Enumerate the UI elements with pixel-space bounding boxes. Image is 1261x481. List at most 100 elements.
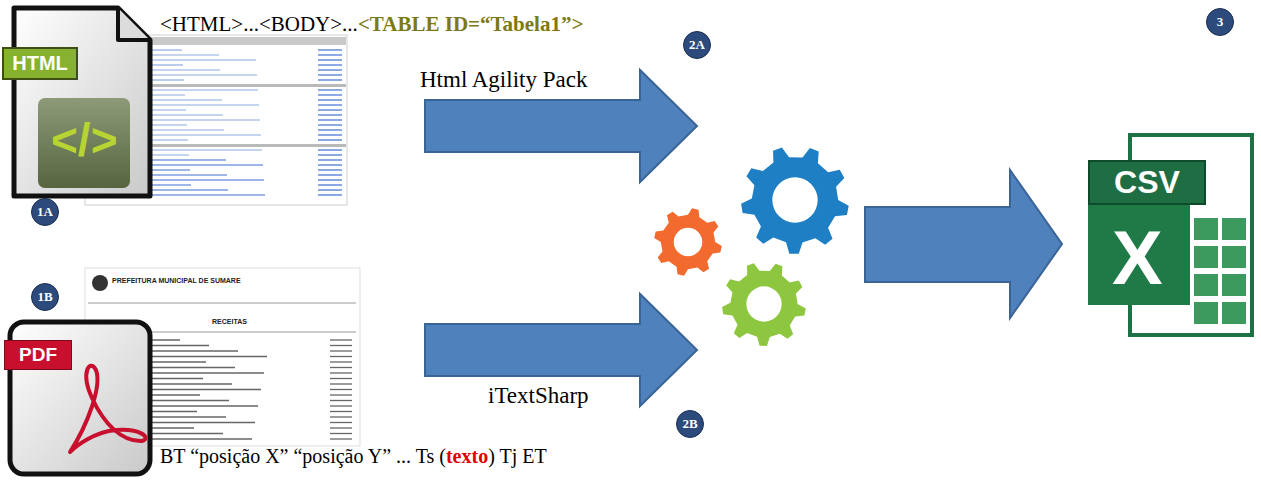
spreadsheet-cells bbox=[1194, 218, 1246, 324]
table-cell-line bbox=[152, 99, 222, 100]
code-snippet: ) Tj ET bbox=[488, 444, 547, 468]
table-cell-line bbox=[152, 124, 187, 125]
thumbnail-text: PREFEITURA MUNICIPAL DE SUMARE bbox=[112, 277, 241, 285]
sheet-cell bbox=[1222, 218, 1246, 240]
sheet-cell bbox=[1194, 218, 1218, 240]
table-value-line bbox=[318, 189, 342, 190]
table-cell-line bbox=[152, 149, 262, 150]
table-value-line bbox=[318, 159, 342, 160]
arrow-label: iTextSharp bbox=[488, 382, 589, 410]
pdf-value-line bbox=[330, 422, 352, 423]
code-symbol: </> bbox=[51, 113, 118, 168]
thumbnail-text: RECEITAS bbox=[212, 318, 247, 326]
table-cell-line bbox=[152, 154, 189, 155]
table-cell-line bbox=[152, 94, 185, 95]
pdf-tag: PDF bbox=[4, 340, 72, 370]
callout-number: 1B bbox=[31, 283, 59, 311]
html-file-icon bbox=[14, 8, 150, 196]
table-value-line bbox=[318, 129, 342, 130]
excel-logo bbox=[1088, 205, 1190, 305]
table-cell-line bbox=[152, 169, 190, 170]
pdf-value-line bbox=[330, 433, 352, 434]
html-tag: HTML bbox=[2, 47, 78, 80]
table-value-line bbox=[318, 134, 342, 135]
sheet-cell bbox=[1194, 302, 1218, 324]
table-value-line bbox=[318, 154, 342, 155]
sheet-cell bbox=[1222, 274, 1246, 296]
excel-letter: X bbox=[1112, 212, 1163, 303]
code-badge bbox=[38, 98, 130, 188]
table-value-line bbox=[318, 184, 342, 185]
pdf-value-line bbox=[330, 339, 352, 340]
gear bbox=[741, 148, 849, 254]
table-cell-line bbox=[152, 119, 260, 120]
table-value-line bbox=[318, 169, 342, 170]
table-cell-line bbox=[152, 109, 186, 110]
callout-number: 2B bbox=[676, 410, 704, 438]
pdf-text-line bbox=[140, 416, 226, 417]
acrobat-logo bbox=[70, 366, 146, 452]
pdf-value-line bbox=[330, 345, 352, 346]
table-value-line bbox=[318, 124, 342, 125]
table-cell-line bbox=[152, 89, 258, 90]
pdf-value-line bbox=[330, 356, 352, 357]
code-snippet-highlight: texto bbox=[446, 444, 488, 468]
code-snippet: <HTML>...<BODY>... bbox=[160, 12, 358, 37]
table-value-line bbox=[318, 69, 342, 70]
pdf-value-line bbox=[330, 416, 352, 417]
sheet-cell bbox=[1222, 302, 1246, 324]
pdf-text-line bbox=[140, 383, 232, 384]
table-cell-line bbox=[152, 164, 263, 165]
table-cell-line bbox=[152, 59, 256, 60]
table-value-line bbox=[318, 194, 342, 195]
table-value-line bbox=[318, 79, 342, 80]
city-crest bbox=[92, 275, 108, 291]
table-cell-line bbox=[152, 49, 182, 50]
pdf-text-line bbox=[140, 405, 258, 406]
gear bbox=[654, 208, 722, 276]
node-text: CSV bbox=[1106, 164, 1188, 201]
gear bbox=[722, 263, 806, 346]
table-value-line bbox=[318, 179, 342, 180]
table-cell-line bbox=[152, 189, 228, 190]
code-line: BT “posição X” “posição Y” ... Ts (texto… bbox=[160, 444, 547, 468]
table-value-line bbox=[318, 49, 342, 50]
table-value-line bbox=[318, 109, 342, 110]
table-value-line bbox=[318, 99, 342, 100]
pdf-value-line bbox=[330, 394, 352, 395]
table-value-line bbox=[318, 94, 342, 95]
pdf-file-icon bbox=[10, 322, 150, 474]
pdf-rule bbox=[88, 303, 356, 304]
pdf-value-line bbox=[330, 378, 352, 379]
node-text: PDF bbox=[13, 344, 63, 366]
table-value-line bbox=[318, 114, 342, 115]
table-cell-line bbox=[152, 179, 264, 180]
table-value-line bbox=[318, 59, 342, 60]
table-cell-line bbox=[152, 114, 223, 115]
pdf-value-line bbox=[330, 411, 352, 412]
table-value-line bbox=[318, 64, 342, 65]
pdf-text-line bbox=[140, 389, 261, 390]
code-snippet: BT “posição X” “posição Y” ... Ts ( bbox=[160, 444, 446, 468]
pdf-value-line bbox=[330, 405, 352, 406]
table-value-line bbox=[318, 104, 342, 105]
pdf-text-line bbox=[140, 400, 229, 401]
table-cell-line bbox=[152, 159, 226, 160]
pdf-value-line bbox=[330, 383, 352, 384]
table-value-line bbox=[318, 149, 342, 150]
gears bbox=[654, 148, 848, 346]
code-snippet-highlight: <TABLE ID=“Tabela1”> bbox=[358, 12, 584, 37]
pdf-value-line bbox=[330, 367, 352, 368]
pdf-value-line bbox=[330, 372, 352, 373]
arrow-label: Html Agility Pack bbox=[420, 66, 587, 94]
sheet-cell bbox=[1194, 274, 1218, 296]
pdf-text-line bbox=[140, 367, 235, 368]
table-cell-line bbox=[152, 194, 265, 195]
pdf-text-line bbox=[140, 372, 264, 373]
table-cell-line bbox=[152, 74, 257, 75]
table-value-line bbox=[318, 54, 342, 55]
table-cell-line bbox=[152, 129, 224, 130]
pdf-value-line bbox=[330, 427, 352, 428]
